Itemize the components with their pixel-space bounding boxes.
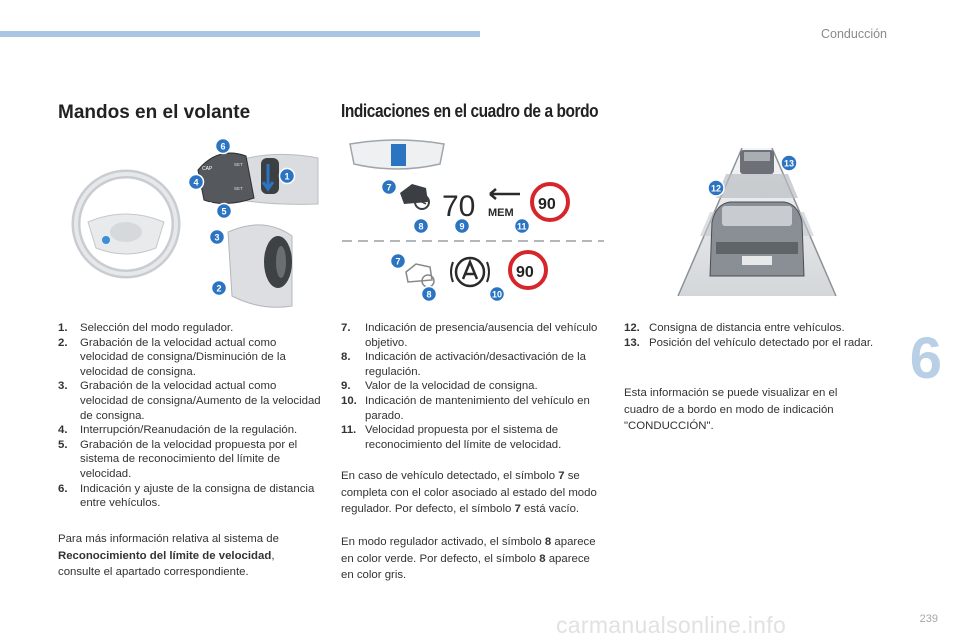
list-item: 5.Grabación de la velocidad propuesta po… — [58, 438, 298, 480]
paragraph-symbol-7: En caso de vehículo detectado, el símbol… — [341, 470, 597, 515]
radar-distance-figure: 13 12 — [677, 147, 837, 297]
radar-legend: 12.Consigna de distancia entre vehículos… — [624, 321, 894, 350]
svg-text:6: 6 — [221, 142, 226, 152]
callout-10: 10 — [488, 285, 506, 303]
callout-13: 13 — [780, 154, 798, 172]
svg-text:7: 7 — [396, 257, 401, 267]
svg-text:5: 5 — [222, 207, 227, 217]
svg-text:2: 2 — [217, 284, 222, 294]
section-title: Conducción — [820, 27, 887, 41]
callout-6: 6 — [214, 137, 232, 155]
own-vehicle-icon — [709, 201, 805, 277]
stalk-label: SET — [234, 162, 243, 167]
heading-steering-controls: Mandos en el volante — [58, 102, 251, 123]
stalk-label: LIMIT — [256, 196, 267, 201]
svg-text:7: 7 — [387, 183, 392, 193]
svg-text:MEM: MEM — [488, 207, 514, 219]
stalk-end-zoom — [227, 224, 293, 308]
callout-8-top: 8 — [412, 217, 430, 235]
callout-8-bottom: 8 — [420, 285, 438, 303]
svg-text:12: 12 — [711, 184, 721, 194]
paragraph-symbol-8: En modo regulador activado, el símbolo 8… — [341, 536, 596, 581]
list-item: 10.Indicación de mantenimiento del vehíc… — [341, 394, 590, 422]
list-item: 3.Grabación de la velocidad actual como … — [58, 380, 321, 422]
list-item: 8.Indicación de activación/desactivación… — [341, 351, 586, 378]
list-item: 7.Indicación de presencia/ausencia del v… — [341, 322, 598, 349]
paragraph-driving-mode: Esta información se puede visualizar en … — [624, 387, 838, 432]
svg-text:90: 90 — [516, 264, 534, 281]
steering-controls-figure: CAP RES SET SET LIMIT 6 4 1 5 3 2 — [71, 137, 319, 308]
svg-text:1: 1 — [285, 172, 290, 182]
dashboard-indications-figure: 70 MEM 90 90 7 8 9 11 7 8 10 — [342, 139, 604, 303]
callout-3: 3 — [208, 228, 226, 246]
callout-2: 2 — [210, 279, 228, 297]
svg-text:9: 9 — [460, 222, 465, 232]
cruise-stalk: CAP RES SET SET LIMIT — [197, 152, 319, 208]
svg-text:13: 13 — [784, 159, 794, 169]
callout-4: 4 — [187, 173, 205, 191]
distance-band — [716, 174, 798, 198]
callout-12: 12 — [707, 179, 725, 197]
list-item: 13.Posición del vehículo detectado por e… — [624, 336, 874, 349]
svg-text:3: 3 — [215, 233, 220, 243]
speed-limit-sign-top: 90 — [530, 182, 570, 222]
watermark: carmanualsonline.info — [556, 612, 787, 638]
stalk-label: CAP — [202, 166, 213, 172]
list-item: 12.Consigna de distancia entre vehículos… — [624, 322, 845, 334]
indications-legend: 7.Indicación de presencia/ausencia del v… — [341, 321, 601, 452]
svg-text:8: 8 — [419, 222, 424, 232]
controls-legend: 1.Selección del modo regulador. 2.Grabac… — [58, 321, 324, 511]
regulation-status-icon — [405, 263, 435, 288]
stalk-label: RES — [202, 202, 213, 208]
callout-1: 1 — [278, 167, 296, 185]
callout-11: 11 — [513, 217, 531, 235]
list-item: 4.Interrupción/Reanudación de la regulac… — [58, 424, 298, 437]
heading-dashboard-indications: Indicaciones en el cuadro de a bordo — [341, 101, 599, 121]
list-item: 2.Grabación de la velocidad actual como … — [58, 336, 286, 378]
svg-text:8: 8 — [427, 290, 432, 300]
detected-vehicle-icon — [740, 150, 774, 174]
svg-text:11: 11 — [517, 222, 527, 232]
callout-7-bottom: 7 — [389, 252, 407, 270]
page-number: 239 — [919, 613, 938, 625]
list-item: 1.Selección del modo regulador. — [58, 322, 234, 334]
target-vehicle-icon — [400, 184, 430, 210]
cluster-thumbnail — [349, 139, 445, 170]
header-bar — [0, 31, 480, 37]
note-speed-limit-recognition: Para más información relativa al sistema… — [58, 533, 279, 578]
svg-text:4: 4 — [194, 178, 199, 188]
list-item: 11.Velocidad propuesta por el sistema de… — [341, 424, 562, 451]
callout-5: 5 — [215, 202, 233, 220]
stalk-label: SET — [234, 186, 243, 191]
callout-7-top: 7 — [380, 178, 398, 196]
chapter-number: 6 — [909, 326, 942, 391]
svg-text:10: 10 — [492, 290, 502, 300]
callout-9: 9 — [453, 217, 471, 235]
list-item: 6.Indicación y ajuste de la consigna de … — [58, 482, 315, 510]
hold-stop-icon — [450, 256, 490, 288]
mem-indicator: MEM — [488, 188, 520, 219]
set-speed-value: 70 — [442, 190, 475, 223]
steering-wheel-icon — [71, 169, 181, 279]
svg-text:90: 90 — [538, 196, 556, 213]
list-item: 9.Valor de la velocidad de consigna. — [341, 380, 538, 393]
speed-limit-sign-bottom: 90 — [508, 250, 548, 290]
